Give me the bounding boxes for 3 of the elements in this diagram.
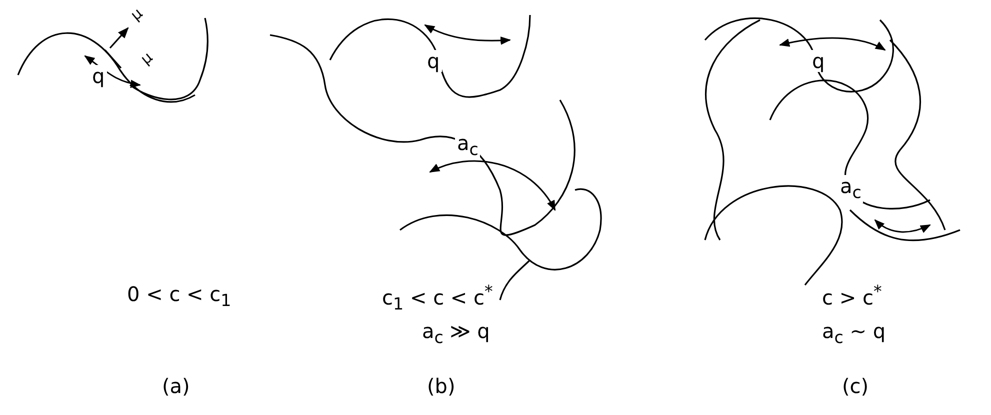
length-label: q bbox=[90, 65, 107, 87]
length-label: a$_{c}$ bbox=[838, 175, 864, 203]
length-label: q bbox=[425, 50, 442, 72]
